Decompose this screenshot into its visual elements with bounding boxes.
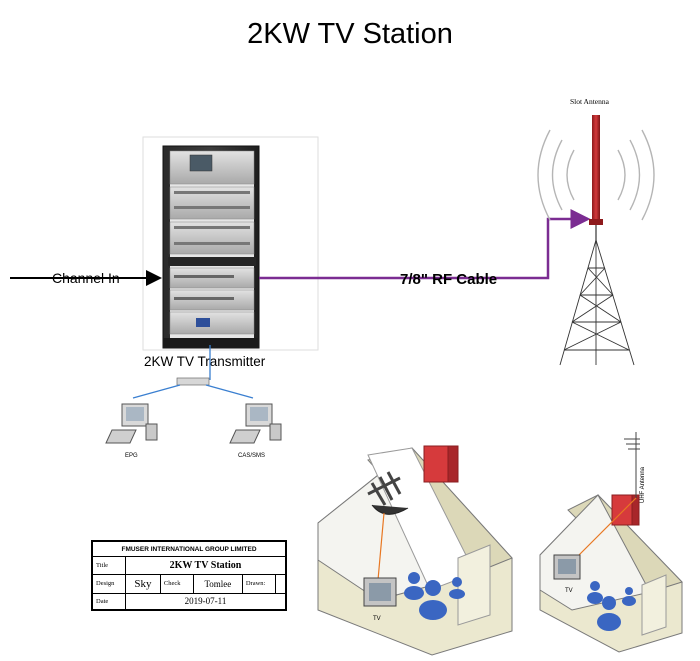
house-left (317, 445, 513, 656)
design-label: Design (92, 573, 126, 594)
slot-antenna-icon (592, 115, 600, 223)
transmitter-rack (162, 145, 260, 349)
cas-sms-label: CAS/SMS (238, 453, 265, 459)
date-label: Date (92, 592, 126, 611)
cas-sms-computer-icon (229, 403, 282, 444)
design-value: Sky (125, 573, 161, 594)
transmitter-label: 2KW TV Transmitter (144, 354, 266, 369)
rf-cable-line (259, 209, 591, 280)
tv-right-label: TV (565, 588, 573, 594)
viewers-left-icon (404, 572, 465, 620)
channel-in-label: Channel In (52, 270, 120, 286)
rooftop-antenna-icon (367, 471, 409, 581)
tv-right-icon (553, 554, 581, 580)
rf-cable-label: 7/8" RF Cable (400, 271, 497, 288)
slot-antenna-label: Slot Antenna (570, 97, 610, 106)
uhf-antenna-icon (624, 432, 640, 498)
network-switch (176, 377, 210, 386)
title-label: Title (92, 556, 126, 575)
check-value: Tomlee (192, 573, 243, 594)
title-value: 2KW TV Station (125, 556, 286, 575)
viewers-right-icon (587, 581, 636, 631)
uhf-antenna-label: UHF Antenna (640, 466, 646, 503)
tv-left-label: TV (373, 616, 381, 622)
check-label: Check (159, 573, 194, 594)
date-value: 2019-07-11 (125, 592, 286, 611)
transmitting-tower (559, 239, 635, 366)
page-title: 2KW TV Station (247, 18, 453, 50)
epg-label: EPG (125, 453, 138, 459)
radio-waves (537, 129, 655, 221)
drawing-title-block: FMUSER INTERNATIONAL GROUP LIMITED Title… (91, 540, 287, 611)
drawn-value (274, 573, 287, 594)
tv-left-icon (363, 577, 397, 607)
company-name: FMUSER INTERNATIONAL GROUP LIMITED (92, 541, 286, 557)
network-connections (132, 345, 254, 399)
epg-computer-icon (105, 403, 158, 444)
drawn-label: Drawn: (241, 573, 276, 594)
transmitter-frame (142, 136, 319, 351)
